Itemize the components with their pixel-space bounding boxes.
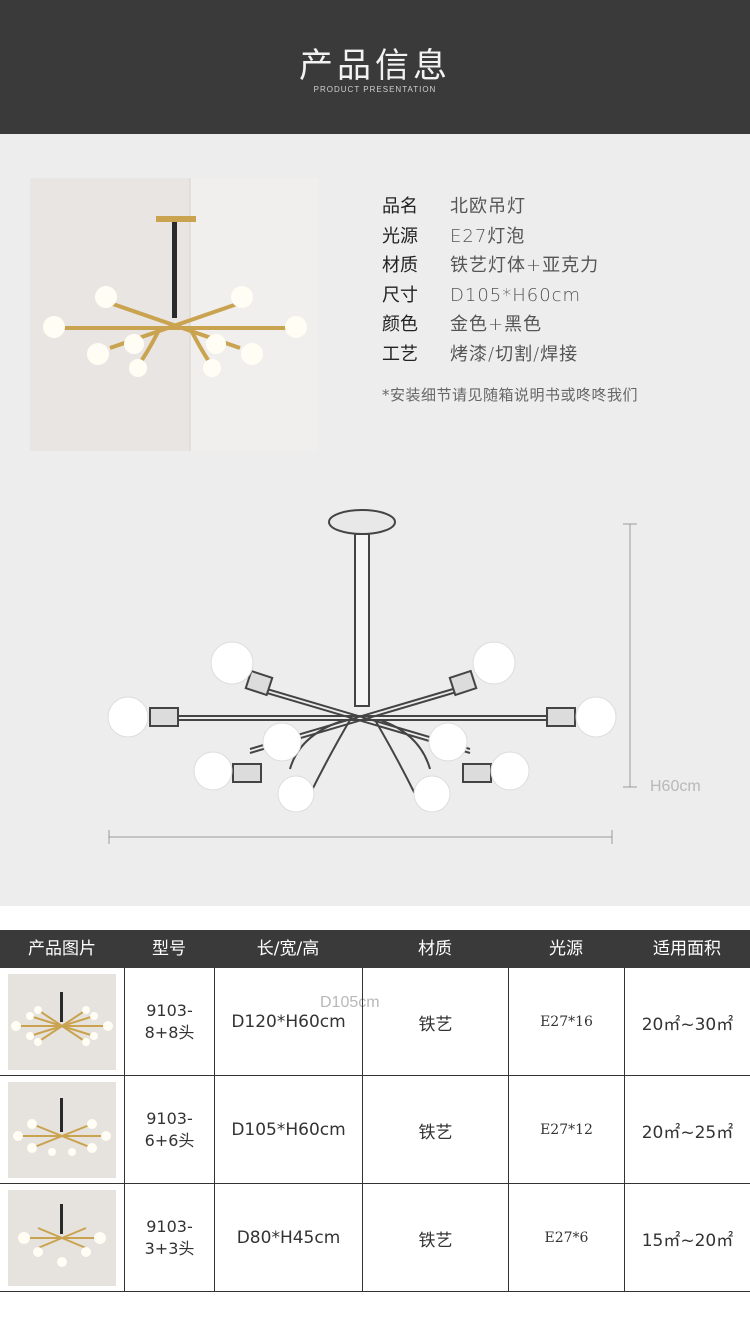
- product-thumb-cell: [0, 1184, 124, 1292]
- page-header: 产品信息 PRODUCT PRESENTATION: [0, 0, 750, 134]
- model-variant: 6+6头: [144, 1131, 195, 1150]
- model-cell: 9103- 6+6头: [124, 1076, 214, 1184]
- col-header-area: 适用面积: [653, 939, 721, 959]
- spec-value: 金色+黑色: [450, 314, 543, 335]
- spec-list: 品名 北欧吊灯 光源 E27灯泡 材质 铁艺灯体+亚克力 尺寸 D105*H60cm 颜…: [382, 192, 599, 369]
- spec-row: 材质 铁艺灯体+亚克力: [382, 251, 599, 281]
- material-cell: 铁艺: [362, 1076, 508, 1184]
- spec-key: 尺寸: [382, 284, 418, 306]
- dimension-diagram: H60cm D105cm: [0, 494, 750, 1011]
- model-cell: 9103- 3+3头: [124, 1184, 214, 1292]
- spec-value: D105*H60cm: [450, 284, 582, 306]
- table-header: 产品图片 型号 长/宽/高 材质 光源 适用面积: [0, 930, 750, 968]
- page-subtitle: PRODUCT PRESENTATION: [313, 85, 437, 94]
- spec-value: 北欧吊灯: [450, 196, 526, 217]
- spec-value: 烤漆/切割/焊接: [450, 343, 579, 365]
- product-thumbnail: [8, 1082, 116, 1178]
- model-variant: 8+8头: [144, 1023, 195, 1042]
- table-row: 9103- 6+6头 D105*H60cm 铁艺 E27*12 20㎡~25㎡: [0, 1076, 750, 1184]
- col-header-size: 长/宽/高: [256, 939, 320, 959]
- col-header-model: 型号: [152, 939, 186, 959]
- spec-row: 工艺 烤漆/切割/焊接: [382, 340, 599, 370]
- spec-key: 光源: [382, 225, 418, 247]
- material-cell: 铁艺: [362, 968, 508, 1076]
- model-code: 9103-: [146, 1109, 193, 1128]
- install-note: *安装细节请见随箱说明书或咚咚我们: [382, 386, 639, 404]
- model-variant: 3+3头: [144, 1239, 195, 1258]
- spec-row: 尺寸 D105*H60cm: [382, 281, 599, 311]
- spec-key: 品名: [382, 196, 418, 217]
- table-row: 9103- 8+8头 D120*H60cm 铁艺 E27*16 20㎡~30㎡: [0, 968, 750, 1076]
- col-header-image: 产品图片: [28, 939, 96, 959]
- area-cell: 20㎡~25㎡: [624, 1076, 750, 1184]
- spec-row: 光源 E27灯泡: [382, 222, 599, 252]
- size-cell: D105*H60cm: [214, 1076, 362, 1184]
- spec-value: E27灯泡: [450, 225, 526, 247]
- page-title: 产品信息: [299, 46, 451, 86]
- area-cell: 20㎡~30㎡: [624, 968, 750, 1076]
- product-thumbnail: [8, 974, 116, 1070]
- light-cell: E27*6: [508, 1184, 624, 1292]
- width-label: D105cm: [320, 994, 380, 1011]
- height-label: H60cm: [650, 778, 701, 795]
- col-header-material: 材质: [418, 939, 452, 959]
- size-cell: D80*H45cm: [214, 1184, 362, 1292]
- product-photo: [30, 178, 318, 451]
- spec-key: 材质: [382, 255, 418, 276]
- product-thumbnail: [8, 1190, 116, 1286]
- product-thumb-cell: [0, 968, 124, 1076]
- light-cell: E27*12: [508, 1076, 624, 1184]
- product-info-section: 品名 北欧吊灯 光源 E27灯泡 材质 铁艺灯体+亚克力 尺寸 D105*H60cm 颜…: [0, 134, 750, 1011]
- material-cell: 铁艺: [362, 1184, 508, 1292]
- spec-row: 品名 北欧吊灯: [382, 192, 599, 222]
- model-cell: 9103- 8+8头: [124, 968, 214, 1076]
- spec-row: 颜色 金色+黑色: [382, 310, 599, 340]
- light-cell: E27*16: [508, 968, 624, 1076]
- spec-key: 工艺: [382, 343, 418, 365]
- model-code: 9103-: [146, 1217, 193, 1236]
- size-cell: D120*H60cm: [214, 968, 362, 1076]
- model-code: 9103-: [146, 1001, 193, 1020]
- col-header-light: 光源: [549, 939, 583, 959]
- chandelier-line-drawing: [107, 509, 637, 844]
- product-thumb-cell: [0, 1076, 124, 1184]
- spec-key: 颜色: [382, 314, 418, 335]
- area-cell: 15㎡~20㎡: [624, 1184, 750, 1292]
- spec-value: 铁艺灯体+亚克力: [450, 255, 600, 276]
- table-row: 9103- 3+3头 D80*H45cm 铁艺 E27*6 15㎡~20㎡: [0, 1184, 750, 1292]
